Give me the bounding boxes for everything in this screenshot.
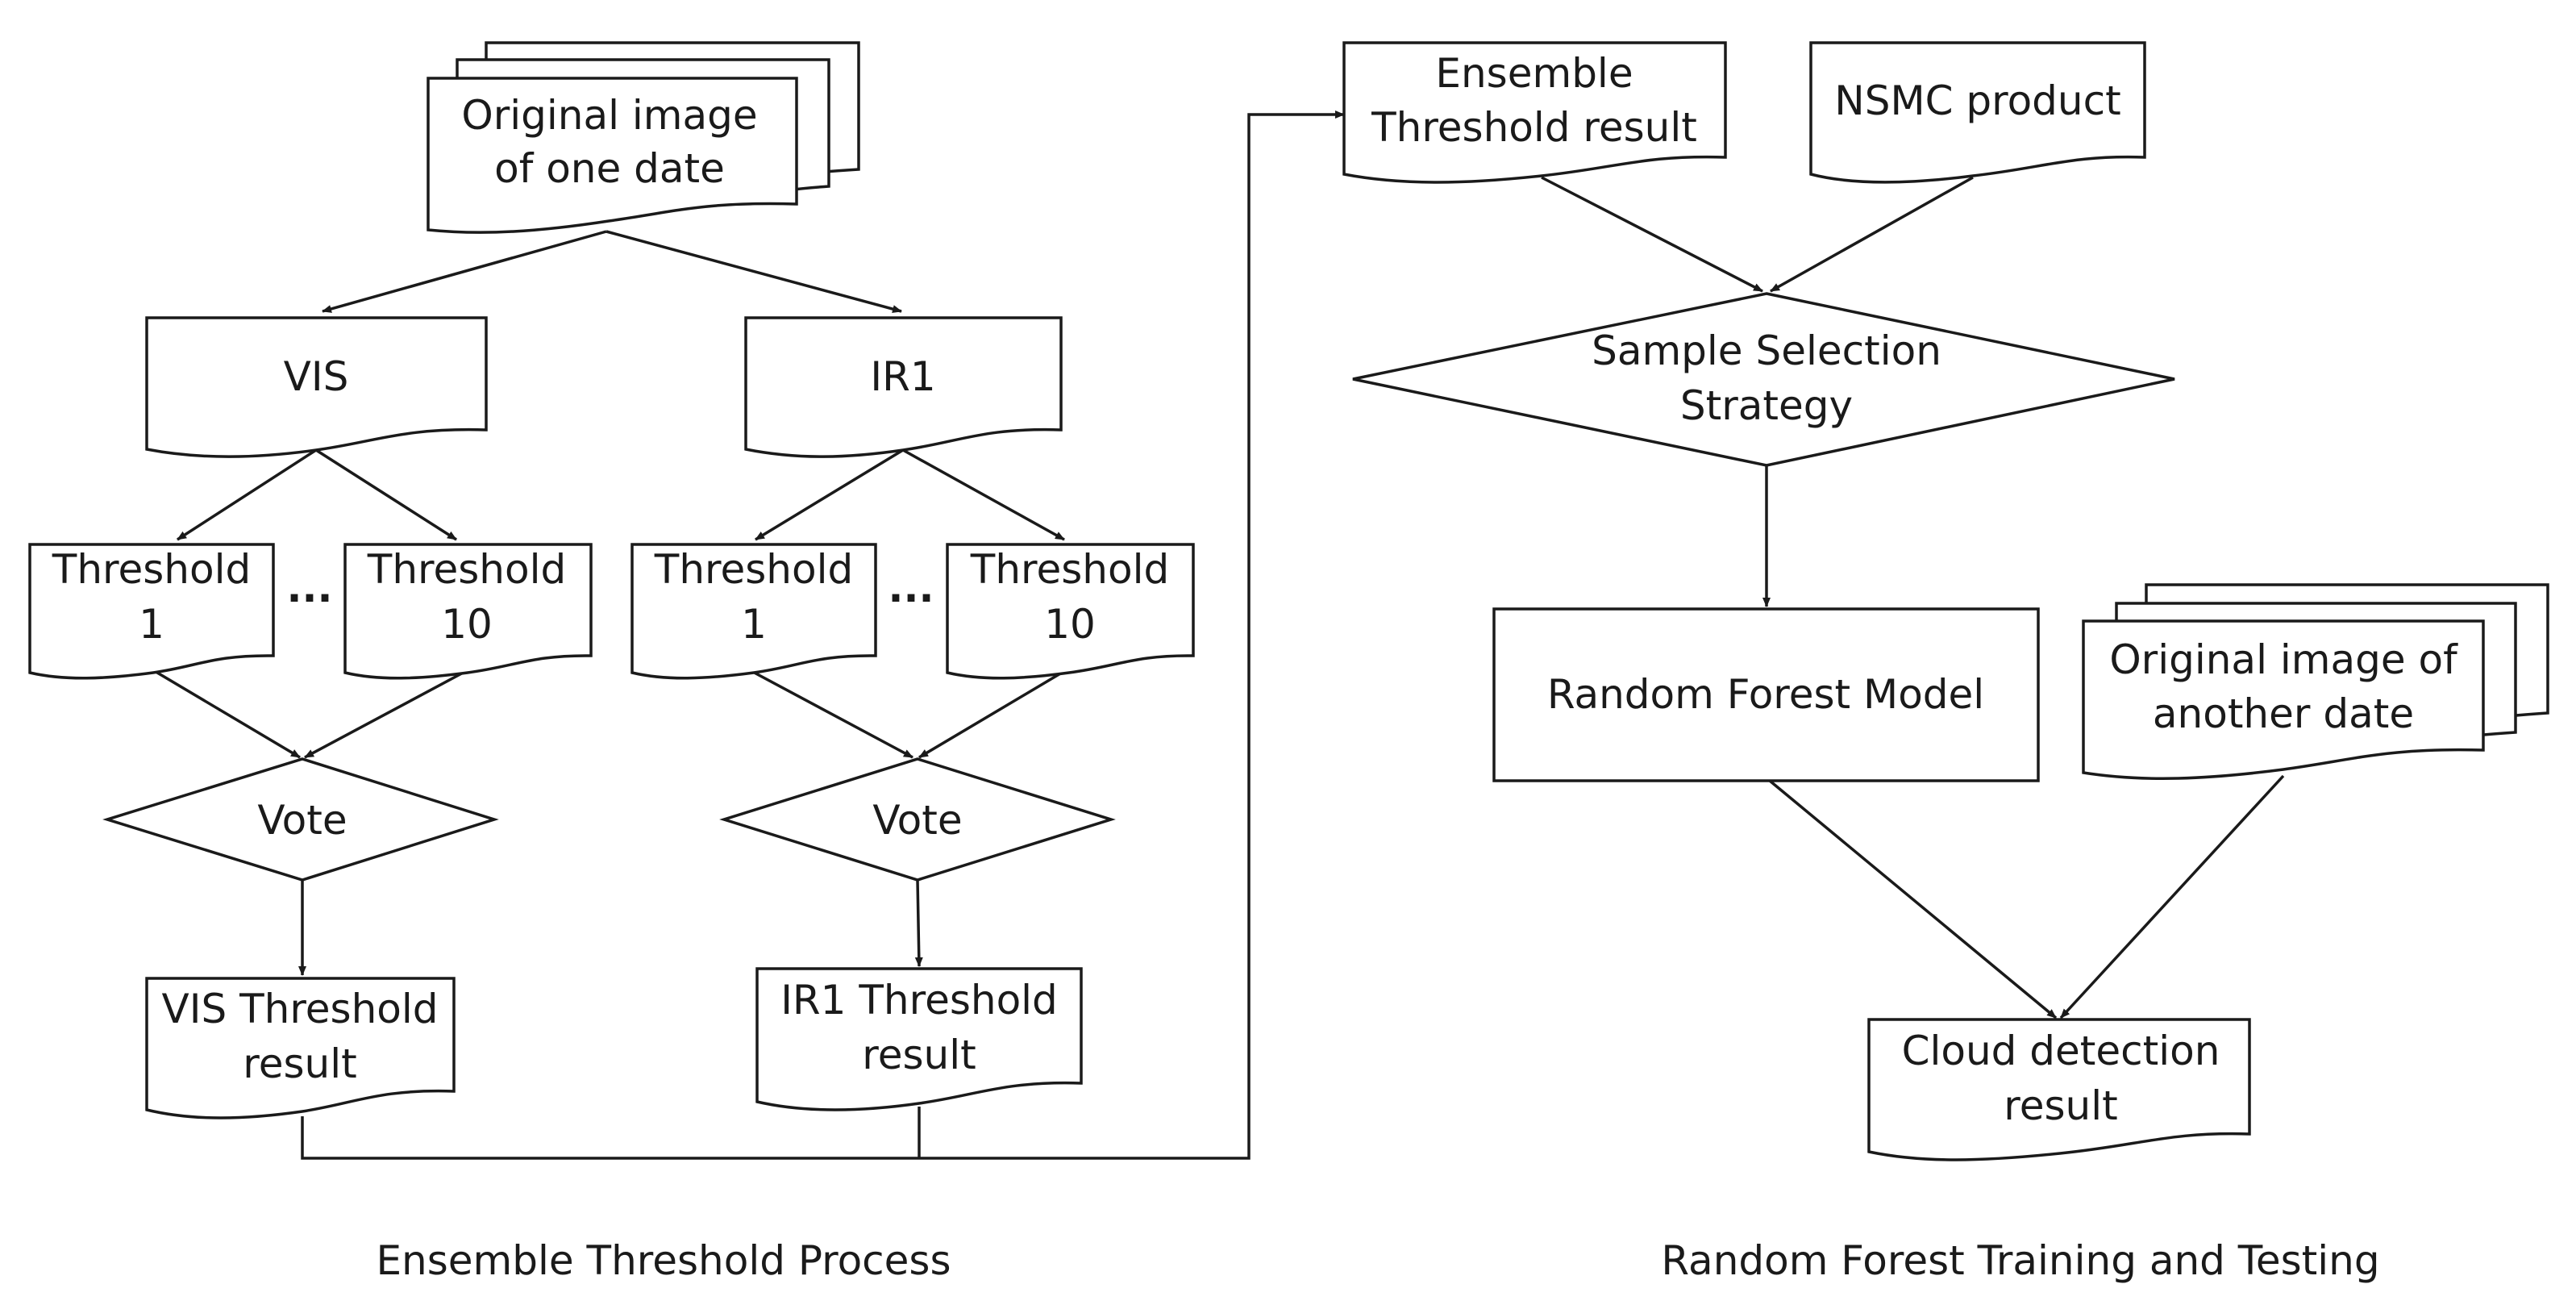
node-vis-threshold-result: VIS Threshold result bbox=[145, 977, 456, 1119]
node-sample-selection-strategy: Sample Selection Strategy bbox=[1352, 292, 2175, 467]
node-ir1: IR1 bbox=[744, 316, 1063, 458]
node-ir1-threshold-result-line-2: result bbox=[862, 1032, 976, 1078]
node-vis-threshold-1: Threshold 1 bbox=[28, 543, 275, 680]
node-original-image-one-date-line-2: of one date bbox=[494, 145, 725, 192]
node-vis-threshold-1-line-2: 1 bbox=[139, 601, 164, 648]
node-ir1-threshold-result: IR1 Threshold result bbox=[755, 967, 1083, 1111]
edge-results-to-ensemble bbox=[301, 110, 1345, 1160]
node-original-image-another-date-line-2: another date bbox=[2153, 690, 2414, 737]
edge-vis-threshold-10-to-vote bbox=[304, 669, 468, 759]
node-ir1-vote-label: Vote bbox=[872, 797, 962, 844]
node-vis-threshold-10: Threshold 10 bbox=[343, 543, 593, 680]
node-ir1-threshold-10-line-1: Threshold bbox=[970, 546, 1169, 593]
node-ir1-threshold-1-line-2: 1 bbox=[741, 601, 767, 648]
node-cloud-detection-result-line-1: Cloud detection bbox=[1902, 1028, 2220, 1074]
edge-ir1-to-threshold-1 bbox=[755, 448, 904, 541]
node-vis-vote-label: Vote bbox=[257, 797, 347, 844]
node-ir1-threshold-result-line-1: IR1 Threshold bbox=[780, 977, 1058, 1024]
node-ensemble-threshold-result: Ensemble Threshold result bbox=[1342, 41, 1727, 184]
node-vis: VIS bbox=[145, 316, 488, 458]
node-ir1-vote: Vote bbox=[719, 757, 1116, 882]
connectors bbox=[152, 110, 2285, 1160]
node-nsmc-product-label: NSMC product bbox=[1834, 77, 2120, 124]
node-ensemble-threshold-result-line-2: Threshold result bbox=[1371, 104, 1697, 151]
caption-random-forest-training-testing: Random Forest Training and Testing bbox=[1661, 1237, 2379, 1284]
node-vis-threshold-result-line-2: result bbox=[243, 1040, 356, 1087]
edge-another-date-to-cloud-result bbox=[2059, 774, 2285, 1019]
edge-ir1-threshold-10-to-vote bbox=[918, 669, 1067, 759]
node-ir1-label: IR1 bbox=[870, 353, 935, 400]
node-vis-threshold-1-line-1: Threshold bbox=[52, 546, 251, 593]
node-vis-threshold-10-line-1: Threshold bbox=[367, 546, 566, 593]
edge-vis-threshold-1-to-vote bbox=[152, 669, 301, 759]
edge-original-to-vis bbox=[322, 230, 607, 313]
edge-ensemble-to-sample-selection bbox=[1541, 176, 1763, 293]
node-sample-selection-strategy-line-1: Sample Selection bbox=[1592, 327, 1941, 374]
node-vis-threshold-10-line-2: 10 bbox=[441, 601, 493, 648]
edge-nsmc-to-sample-selection bbox=[1770, 176, 1974, 293]
node-sample-selection-strategy-line-2: Strategy bbox=[1680, 382, 1853, 429]
node-cloud-detection-result-line-2: result bbox=[2004, 1082, 2117, 1129]
node-vis-vote: Vote bbox=[102, 757, 499, 882]
vis-threshold-ellipsis: ... bbox=[287, 565, 333, 611]
edge-original-to-ir1 bbox=[606, 230, 902, 313]
node-original-image-one-date-line-1: Original image bbox=[461, 92, 757, 139]
node-original-image-another-date-line-1: Original image of bbox=[2109, 636, 2458, 683]
node-nsmc-product: NSMC product bbox=[1809, 41, 2146, 184]
node-original-image-another-date: Original image of another date bbox=[2082, 583, 2549, 780]
ir1-threshold-ellipsis: ... bbox=[888, 565, 934, 611]
edge-vis-to-threshold-10 bbox=[315, 448, 457, 541]
edge-rf-to-cloud-result bbox=[1768, 779, 2058, 1019]
node-vis-threshold-result-line-1: VIS Threshold bbox=[162, 986, 439, 1032]
caption-ensemble-threshold-process: Ensemble Threshold Process bbox=[376, 1237, 951, 1284]
node-ir1-threshold-10-line-2: 10 bbox=[1044, 601, 1096, 648]
edge-vis-to-threshold-1 bbox=[177, 448, 317, 541]
node-random-forest-model: Random Forest Model bbox=[1492, 607, 2040, 782]
node-cloud-detection-result: Cloud detection result bbox=[1867, 1018, 2251, 1161]
edge-ir1-vote-to-result bbox=[914, 879, 923, 967]
node-vis-label: VIS bbox=[284, 353, 349, 400]
node-ir1-threshold-10: Threshold 10 bbox=[946, 543, 1195, 680]
node-ir1-threshold-1-line-1: Threshold bbox=[654, 546, 853, 593]
node-ir1-threshold-1: Threshold 1 bbox=[630, 543, 877, 680]
edge-ir1-threshold-1-to-vote bbox=[749, 669, 913, 759]
node-ensemble-threshold-result-line-1: Ensemble bbox=[1435, 50, 1633, 97]
edge-ir1-to-threshold-10 bbox=[902, 448, 1065, 541]
node-original-image-one-date: Original image of one date bbox=[427, 41, 860, 234]
node-random-forest-model-label: Random Forest Model bbox=[1547, 671, 1984, 718]
